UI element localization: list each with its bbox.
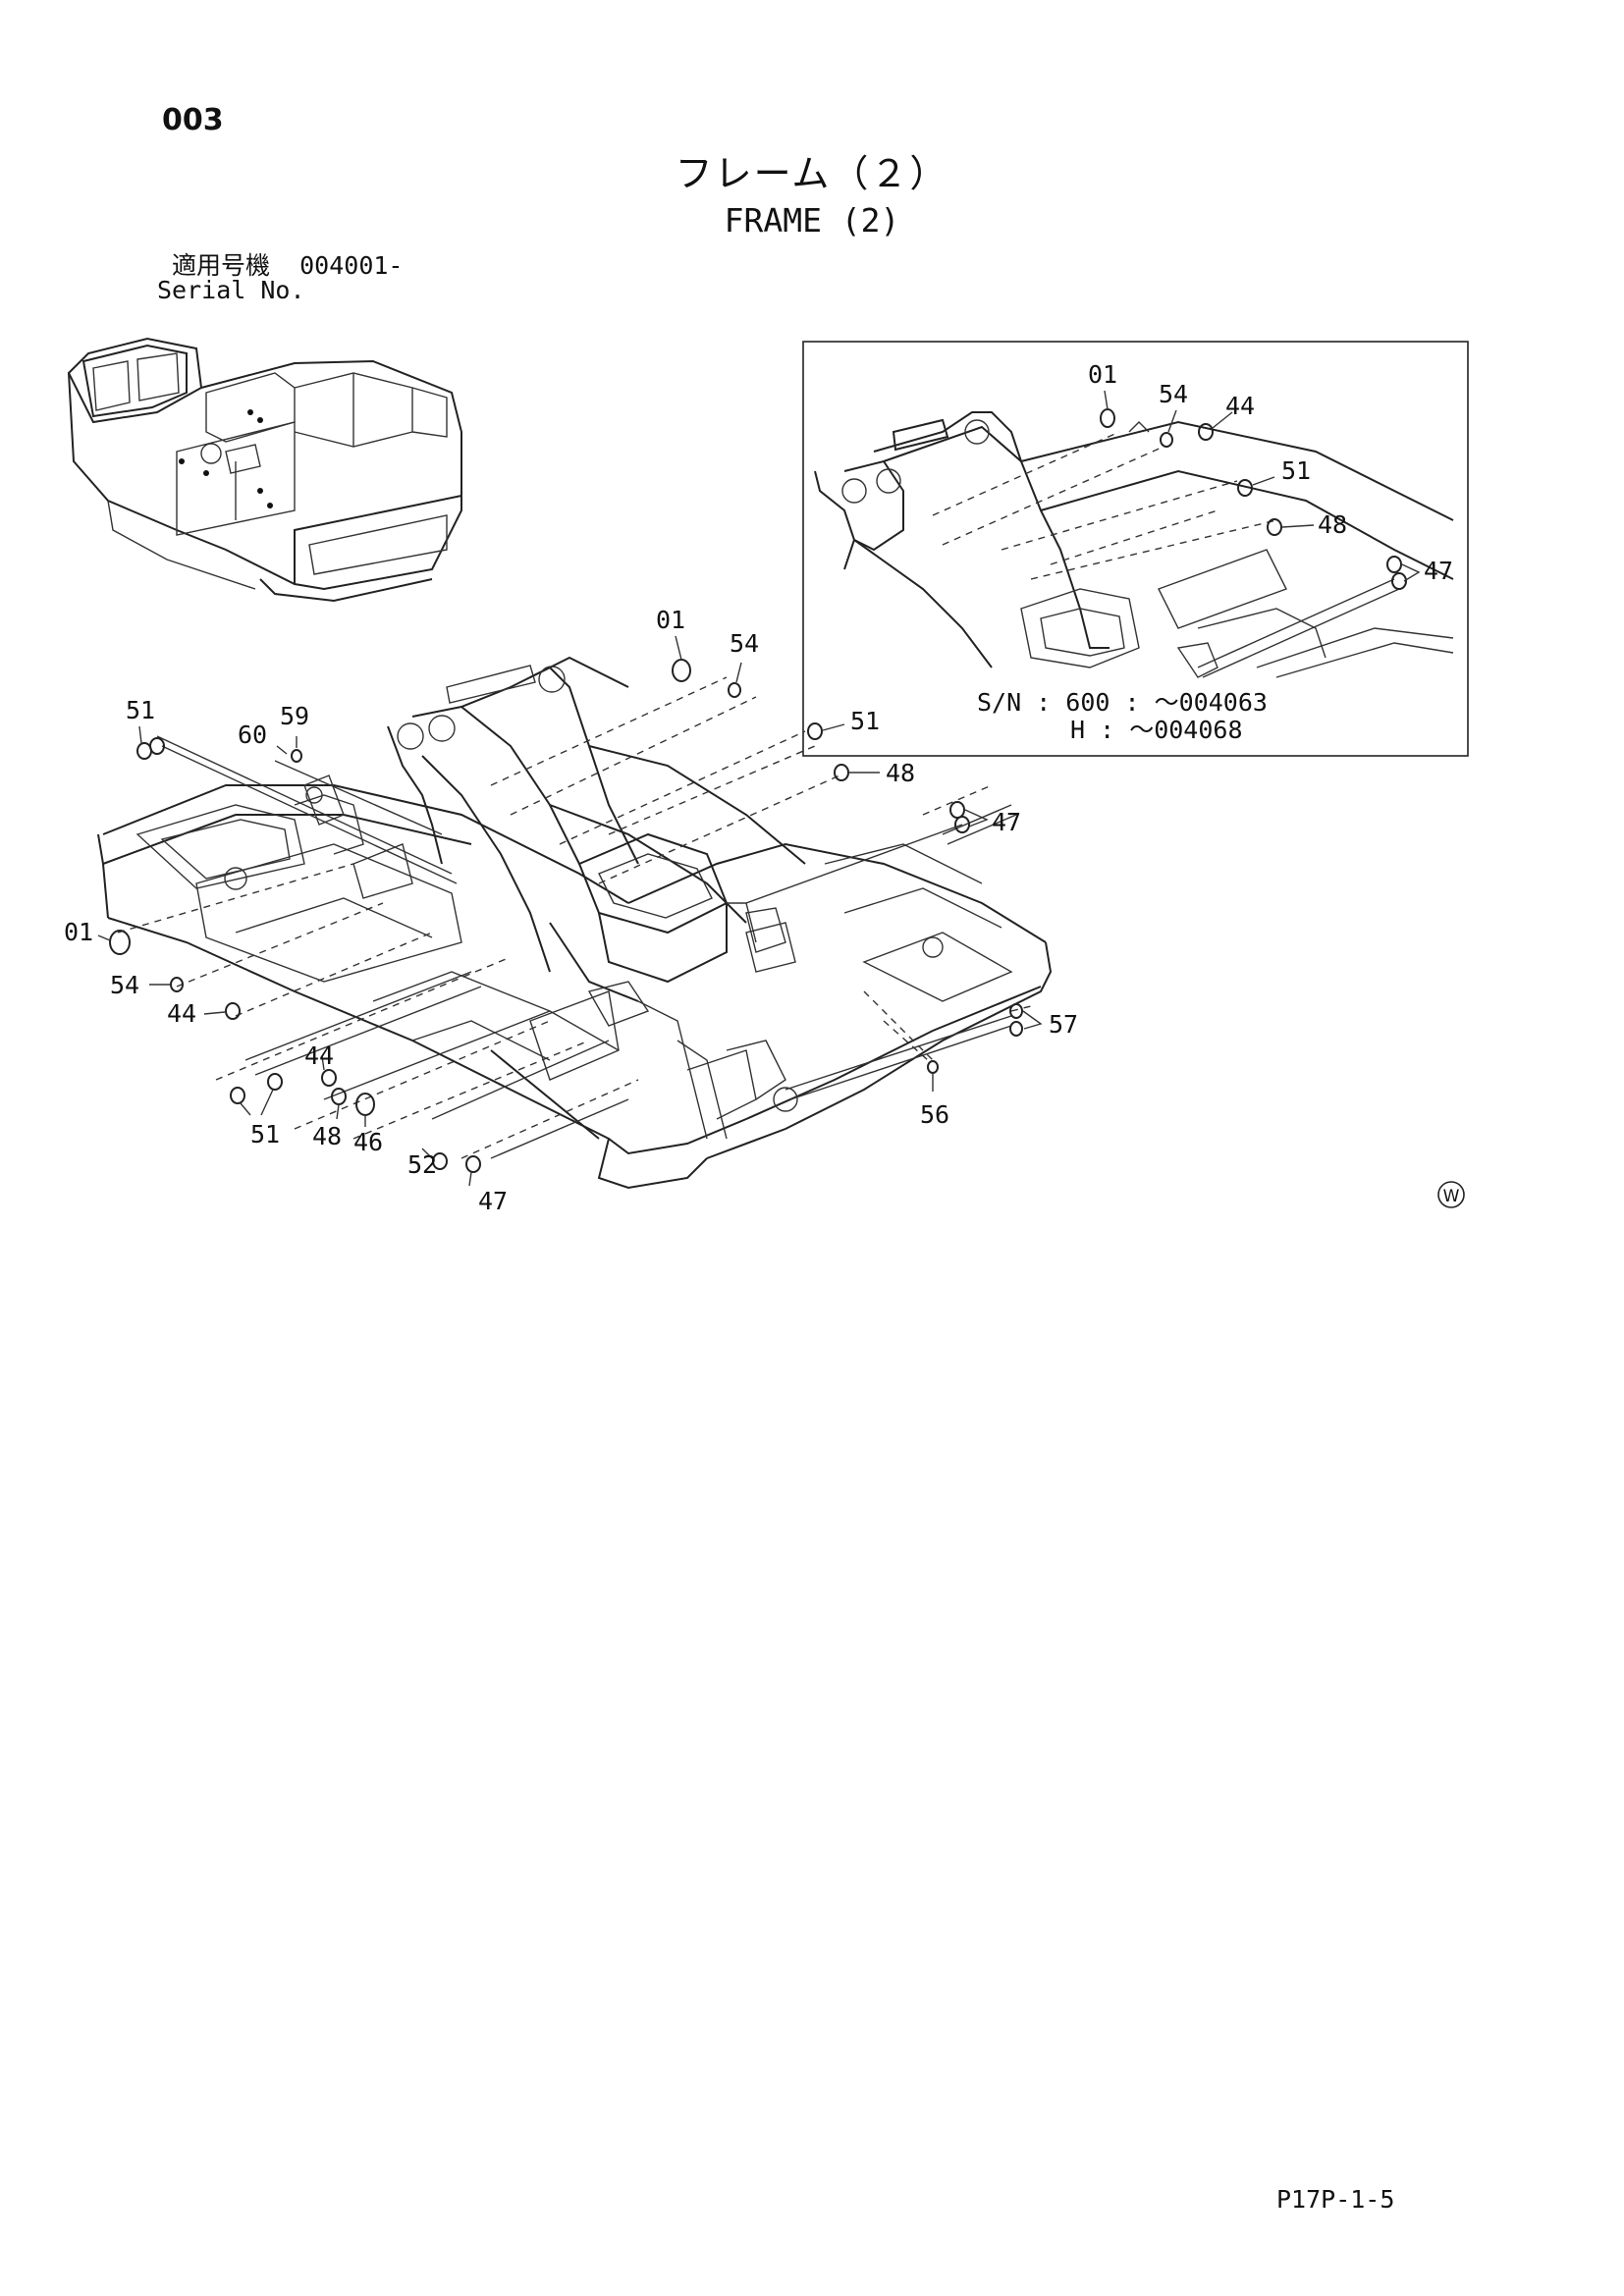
callout-51-left-top: 51 [126, 696, 155, 724]
callout-54-left: 54 [110, 971, 139, 999]
circled-w-symbol: W [1437, 1181, 1465, 1208]
callout-60: 60 [238, 721, 267, 749]
page-code: P17P-1-5 [1276, 2185, 1395, 2214]
callout-51-bottom: 51 [250, 1120, 280, 1148]
title-japanese: フレーム（２） [675, 152, 949, 195]
callout-01-left: 01 [64, 918, 93, 946]
main-callout-markers [97, 635, 1043, 1187]
serial-label-japanese: 適用号機 004001- [172, 253, 403, 278]
callout-44-bottom: 44 [304, 1041, 334, 1070]
callout-59: 59 [280, 702, 309, 730]
inset-callout-01: 01 [1088, 360, 1117, 389]
callout-01-top: 01 [656, 606, 685, 634]
serial-label-jp: 適用号機 [172, 251, 271, 280]
excavator-thumbnail [67, 337, 462, 603]
callout-47-right: 47 [992, 808, 1021, 836]
callout-57: 57 [1049, 1010, 1078, 1039]
inset-callout-51: 51 [1281, 456, 1311, 485]
callout-54-top: 54 [730, 629, 759, 658]
callout-44-left: 44 [167, 999, 196, 1028]
callout-48-right: 48 [886, 759, 915, 787]
callout-56: 56 [920, 1100, 949, 1129]
inset-detail: 01 54 44 51 48 47 S/N : 600 : ～004063 H … [802, 341, 1469, 757]
callout-52: 52 [407, 1150, 437, 1179]
inset-callout-44: 44 [1225, 392, 1255, 420]
main-callout-labels: 01 54 51 48 47 57 56 51 60 59 01 54 44 4… [64, 606, 1078, 1215]
callout-48-bottom: 48 [312, 1122, 342, 1150]
page-number: 003 [162, 103, 224, 137]
inset-callout-48: 48 [1318, 510, 1347, 539]
inset-serial-line-1: S/N : 600 : ～004063 [977, 688, 1268, 717]
inset-serial-line-2: H : ～004068 [1070, 716, 1243, 744]
inset-callout-47: 47 [1424, 557, 1453, 585]
title-english: FRAME (2) [724, 201, 900, 240]
serial-value: 004001- [299, 251, 404, 280]
callout-47-bottom: 47 [478, 1187, 508, 1215]
symbol-letter: W [1443, 1187, 1460, 1206]
callout-51-right: 51 [850, 707, 880, 735]
inset-callout-54: 54 [1159, 380, 1188, 408]
serial-label-english: Serial No. [157, 276, 305, 304]
main-frame-drawing [97, 656, 1053, 1190]
callout-46: 46 [353, 1128, 383, 1156]
